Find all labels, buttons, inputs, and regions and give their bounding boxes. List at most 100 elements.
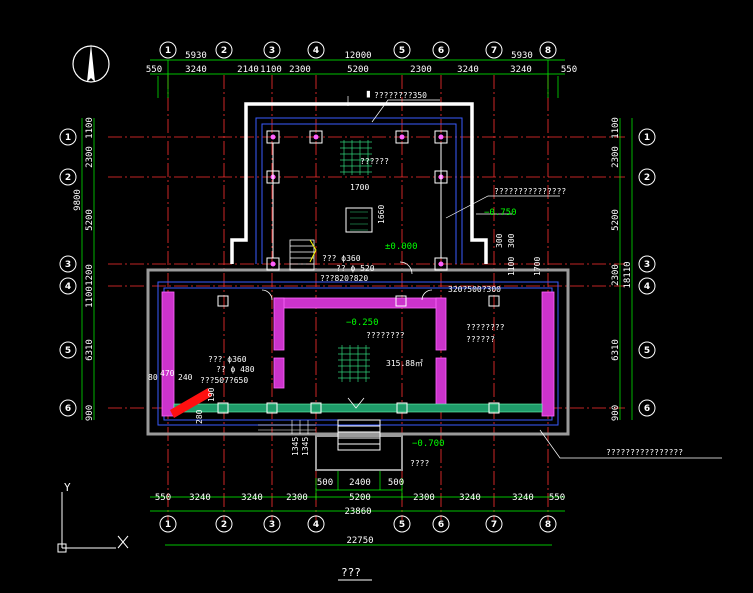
axis-label: 2: [221, 520, 227, 530]
area-label: 315.88㎡: [386, 359, 423, 368]
leader-lines: [347, 96, 722, 459]
dimension-text-bottom: 550 3240 3240 2300 5200 2300 3240 3240 5…: [155, 478, 565, 546]
entrance-steps: [315, 419, 403, 471]
beam-label: ?? ϕ 520: [336, 264, 375, 273]
dim-text: 2140: [237, 65, 259, 75]
dim-text: 500: [388, 478, 404, 488]
axis-label: 8: [545, 46, 551, 56]
axis-numbers-left: 1 2 3 4 5 6: [65, 133, 71, 414]
dim-inner: 300: [507, 233, 516, 248]
axis-label: 3: [269, 520, 275, 530]
dim-text: 5200: [611, 209, 621, 231]
dimension-lines: [81, 59, 633, 546]
room-upper: ??????: [360, 157, 389, 166]
dim-text: 2300: [611, 146, 621, 168]
dim-text: 2300: [289, 65, 311, 75]
dim-text: 9800: [73, 189, 83, 211]
axis-label: 5: [644, 346, 650, 356]
beam-label: ??? ϕ360: [208, 355, 247, 364]
axis-label: 4: [313, 46, 319, 56]
axis-label: 4: [65, 282, 71, 292]
dim-text: 2300: [410, 65, 432, 75]
column-dots: [270, 134, 444, 267]
axis-label: 4: [644, 282, 650, 292]
terrace-outline: [146, 268, 570, 436]
dim-text: 5930: [511, 51, 533, 61]
dim-text: 550: [146, 65, 162, 75]
drawing-title: ???: [341, 566, 361, 579]
small-dim: 190: [207, 387, 216, 402]
level-d: −0.700: [412, 439, 445, 449]
callout-right: ????????????????: [606, 448, 683, 457]
dim-text: 3240: [512, 493, 534, 503]
hatch-small: [350, 211, 368, 231]
dim-text: 1100: [260, 65, 282, 75]
axis-label: 1: [65, 133, 71, 143]
stair-upper: [289, 239, 315, 271]
small-dim: 1345: [301, 437, 310, 456]
dim-text: 12000: [344, 51, 371, 61]
dim-inner: 300: [495, 233, 504, 248]
upper-columns: [266, 130, 448, 271]
dim-text: 3240: [189, 493, 211, 503]
note-right-upper: ???????????????: [494, 187, 566, 196]
axis-bubbles-bottom: [159, 515, 557, 533]
dim-text: 5200: [85, 209, 95, 231]
dim-text: 2400: [349, 478, 371, 488]
axis-bubbles-right: [638, 128, 656, 417]
level-a: −0.750: [484, 208, 517, 218]
dim-text: 2300: [413, 493, 435, 503]
dim-text: 5930: [185, 51, 207, 61]
axis-label: 3: [269, 46, 275, 56]
axis-label: 7: [491, 520, 497, 530]
axis-bubbles-left: [59, 128, 77, 417]
small-dim: 280: [195, 409, 204, 424]
note-top: ????????350: [374, 91, 427, 100]
ucs-y-label: Y: [64, 481, 71, 494]
dim-text: 1200: [85, 264, 95, 286]
beam-red: [170, 388, 212, 418]
dim-text: 500: [317, 478, 333, 488]
dim-text: 2300: [611, 264, 621, 286]
upper-wall: [230, 102, 488, 264]
dim-inner: 1700: [350, 183, 369, 192]
axis-label: 1: [165, 520, 171, 530]
dim-text: 900: [85, 405, 95, 421]
dimension-text-left: 1100 2300 9800 5200 1200 1100 6310 900: [73, 117, 95, 421]
doors: [261, 261, 433, 409]
axis-label: 2: [644, 173, 650, 183]
axis-label: 6: [644, 404, 650, 414]
dim-text: 6310: [85, 339, 95, 361]
axis-label: 6: [438, 520, 444, 530]
dim-inner: 1100: [507, 257, 516, 276]
dim-text: 2300: [286, 493, 308, 503]
beam-label: 320?500?300: [448, 285, 501, 294]
small-dim: 1345: [291, 437, 300, 456]
dim-inner: 1700: [533, 257, 542, 276]
dim-text: 550: [561, 65, 577, 75]
dim-text: 900: [611, 405, 621, 421]
axis-numbers-top: 1 2 3 4 5 6 7 8: [165, 46, 551, 56]
note-mid-right-2: ??????: [466, 335, 495, 344]
dim-inner: 1660: [377, 205, 386, 224]
north-arrow-icon: [72, 44, 110, 83]
level-c: −0.250: [346, 318, 379, 328]
leader-mark: ▮: [365, 87, 372, 100]
dim-text: 1100: [85, 286, 95, 308]
small-dim: 470: [160, 369, 175, 378]
note-mid-right: ????????: [466, 323, 505, 332]
small-dim: 80: [148, 373, 158, 382]
axis-label: 5: [399, 520, 405, 530]
dim-text: 1100: [611, 117, 621, 139]
room-lower: ????????: [366, 331, 405, 340]
stair-lower: [258, 420, 316, 434]
dim-text: 3240: [510, 65, 532, 75]
level-b: ±0.000: [385, 242, 418, 252]
note-bottom: ????: [410, 459, 429, 468]
dim-text: 1100: [85, 117, 95, 139]
dim-total: 22750: [346, 536, 373, 546]
axis-label: 2: [65, 173, 71, 183]
axis-label: 3: [65, 260, 71, 270]
axis-label: 5: [65, 346, 71, 356]
